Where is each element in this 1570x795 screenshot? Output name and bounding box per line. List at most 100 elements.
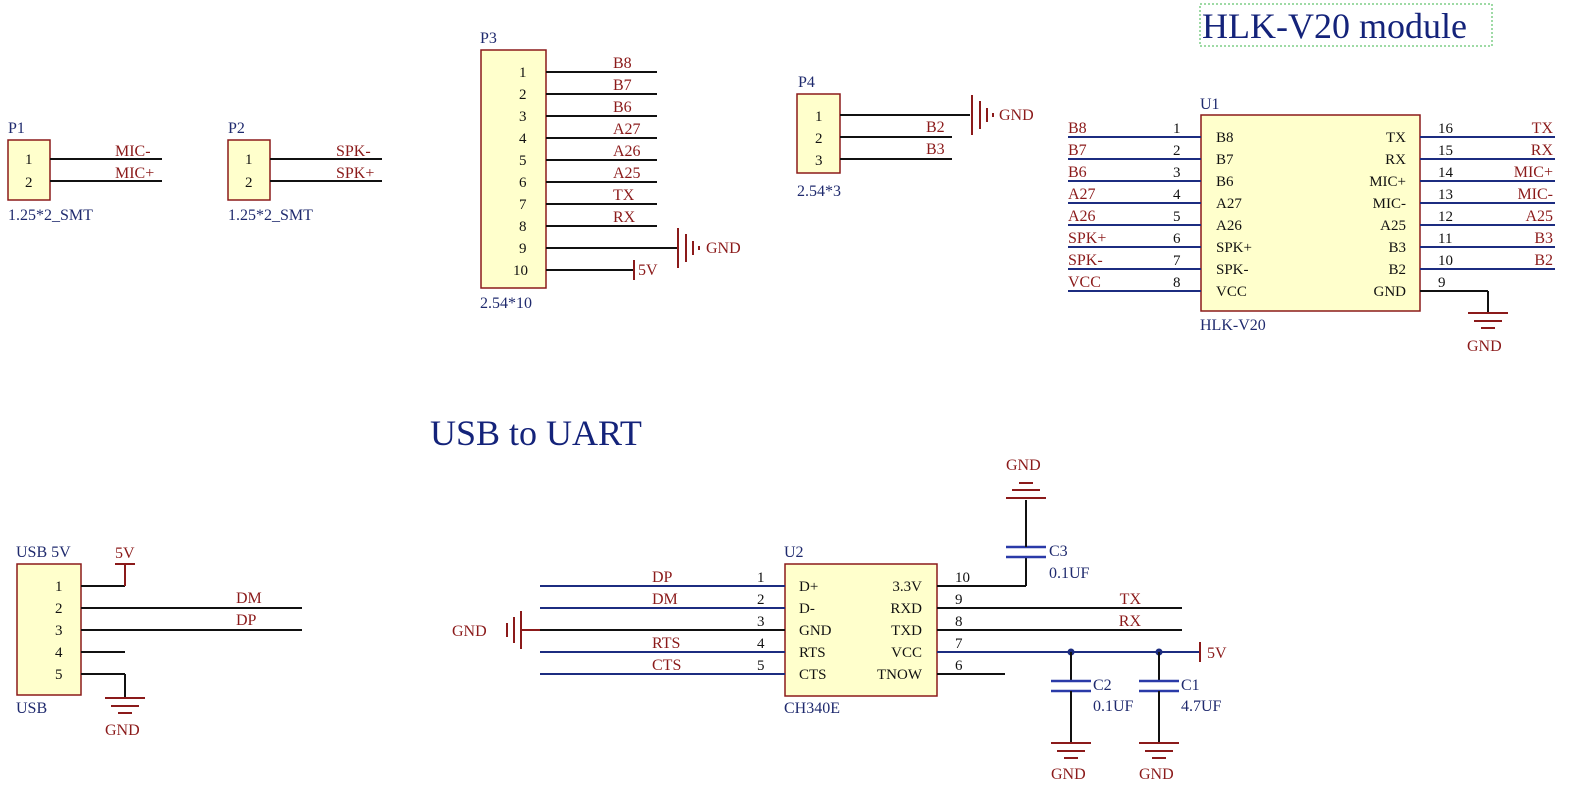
gnd-label: GND [1051, 766, 1086, 783]
net-label: DM [236, 590, 262, 607]
pin-number: 9 [955, 592, 963, 608]
capacitor-c2[interactable]: C2 0.1UF GND [1051, 652, 1134, 783]
pin-name: CTS [799, 667, 827, 683]
usb-pin-num: 2 [55, 601, 63, 617]
pin-name: SPK- [1216, 262, 1249, 278]
gnd-label: GND [999, 107, 1034, 124]
net-label: B3 [926, 141, 945, 158]
pin-number: 1 [757, 570, 765, 586]
net-label: MIC+ [115, 165, 154, 182]
p4-body [796, 93, 841, 174]
net-label: VCC [1068, 274, 1101, 291]
pin-number: 6 [955, 658, 963, 674]
net-label: SPK+ [336, 165, 374, 182]
pin-name: TX [1386, 130, 1406, 146]
pin-name: A27 [1216, 196, 1242, 212]
gnd-symbol: GND [1051, 742, 1091, 783]
pin-name: D+ [799, 579, 818, 595]
pin-number: 3 [1173, 165, 1181, 181]
pin-number: 11 [1438, 231, 1452, 247]
p3-pin-num: 3 [519, 109, 527, 125]
net-label: A25 [613, 165, 641, 182]
p2-footprint: 1.25*2_SMT [228, 207, 313, 224]
connector-p1[interactable]: P1 1 2 MIC- MIC+ 1.25*2_SMT [7, 120, 162, 224]
pin-name: RTS [799, 645, 826, 661]
pin-number: 5 [757, 658, 765, 674]
pin-number: 2 [1173, 143, 1181, 159]
pin-name: VCC [1216, 284, 1247, 300]
5v-label: 5V [1207, 645, 1227, 662]
p3-pin-num: 10 [513, 263, 528, 279]
c2-value: 0.1UF [1093, 698, 1134, 715]
usb-pin-num: 5 [55, 667, 63, 683]
pin-name: GND [799, 623, 832, 639]
net-label: MIC- [1517, 186, 1553, 203]
pin-name: B7 [1216, 152, 1234, 168]
net-label: MIC- [115, 143, 151, 160]
pin-name: SPK+ [1216, 240, 1252, 256]
u2-designator: U2 [784, 544, 804, 561]
pin-number: 10 [1438, 253, 1453, 269]
net-label: RTS [652, 635, 680, 652]
p2-body [227, 139, 271, 201]
net-label: RX [613, 209, 636, 226]
net-label: B7 [613, 77, 632, 94]
gnd-label: GND [1467, 338, 1502, 355]
pin-name: B2 [1388, 262, 1406, 278]
pin-number: 7 [955, 636, 963, 652]
capacitor-c1[interactable]: C1 4.7UF GND [1139, 652, 1222, 783]
net-label: A27 [613, 121, 641, 138]
c3-designator: C3 [1049, 543, 1068, 560]
net-label: B8 [613, 55, 632, 72]
pin-name: D- [799, 601, 815, 617]
pin-number: 8 [955, 614, 963, 630]
pin-name: GND [1374, 284, 1407, 300]
usb-uart-title: USB to UART [430, 413, 642, 453]
net-label: B6 [1068, 164, 1087, 181]
p3-pin-num: 8 [519, 219, 527, 235]
connector-p2[interactable]: P2 1 2 SPK- SPK+ 1.25*2_SMT [227, 120, 382, 224]
net-label: TX [1120, 591, 1142, 608]
net-label: B2 [926, 119, 945, 136]
pin-name: TXD [891, 623, 922, 639]
p4-pin-num: 2 [815, 131, 823, 147]
p2-designator: P2 [228, 120, 245, 137]
net-label: A26 [613, 143, 641, 160]
p3-pin-num: 1 [519, 65, 527, 81]
pin-name: B8 [1216, 130, 1234, 146]
c1-designator: C1 [1181, 677, 1200, 694]
p3-pin-num: 4 [519, 131, 527, 147]
gnd-label: GND [452, 623, 487, 640]
p4-footprint: 2.54*3 [797, 183, 841, 200]
gnd-label: GND [105, 722, 140, 739]
usb-body [16, 563, 82, 696]
5v-symbol: 5V [633, 260, 658, 280]
p3-pin-num: 7 [519, 197, 527, 213]
pin-number: 14 [1438, 165, 1454, 181]
net-label: SPK+ [1068, 230, 1106, 247]
p4-pin-num: 1 [815, 109, 823, 125]
pin-name: VCC [891, 645, 922, 661]
gnd-symbol: GND [1006, 457, 1046, 499]
p1-designator: P1 [8, 120, 25, 137]
usb-connector[interactable]: USB 5V 1 2 3 4 5 5V DM DP GND USB [16, 544, 302, 739]
gnd-symbol: GND [1139, 742, 1179, 783]
net-label: DP [236, 612, 257, 629]
capacitor-c3[interactable]: C3 0.1UF GND [1006, 457, 1090, 582]
gnd-label: GND [1006, 457, 1041, 474]
p2-pin-num: 2 [245, 175, 253, 191]
connector-p4[interactable]: P4 1 2 3 B2 B3 GND 2.54*3 [796, 74, 1034, 200]
5v-label: 5V [115, 545, 135, 562]
pin-number: 6 [1173, 231, 1181, 247]
p3-body [480, 49, 547, 289]
usb-pin-num: 3 [55, 623, 63, 639]
pin-number: 12 [1438, 209, 1453, 225]
p3-pin-num: 2 [519, 87, 527, 103]
net-label: A26 [1068, 208, 1096, 225]
net-label: DP [652, 569, 673, 586]
pin-number: 10 [955, 570, 970, 586]
